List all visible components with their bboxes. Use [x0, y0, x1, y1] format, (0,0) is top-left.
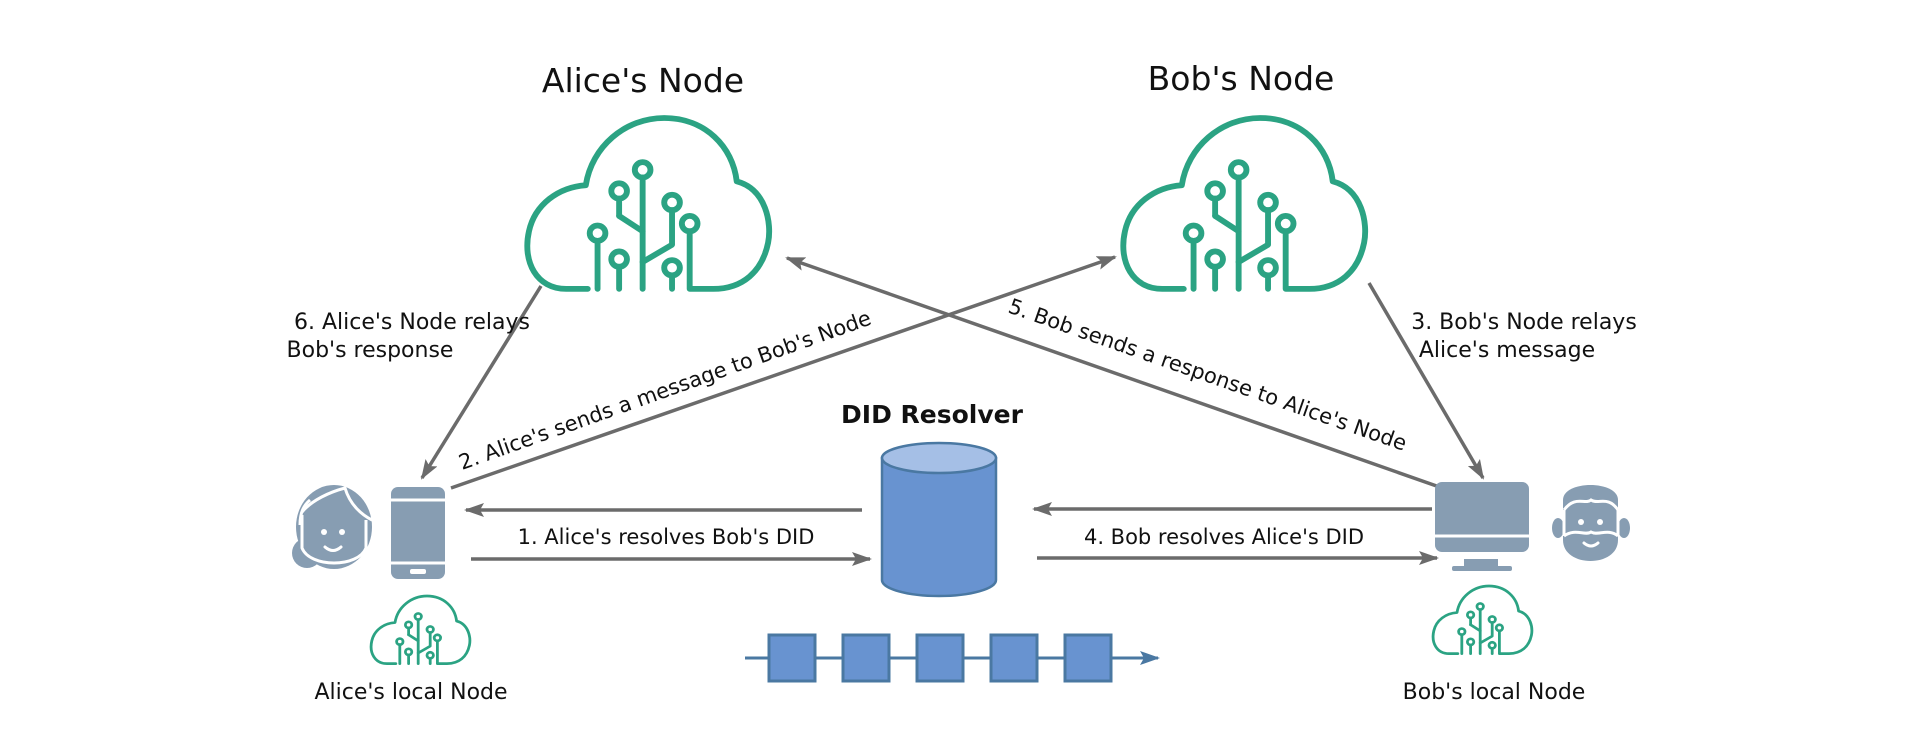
step-6-label-line1: 6. Alice's Node relays	[294, 310, 530, 335]
bob-node-cloud-icon[interactable]	[1123, 118, 1365, 289]
arrow-step-5	[785, 256, 1449, 492]
step-6-label-line2: Bob's response	[287, 338, 454, 363]
chain-block	[915, 633, 965, 683]
blockchain-icon	[745, 633, 1160, 683]
chain-block	[989, 633, 1039, 683]
arrow-step-3	[1367, 282, 1485, 480]
step-3-label-line1: 3. Bob's Node relays	[1411, 310, 1637, 335]
step-5-label: 5. Bob sends a response to Alice's Node	[1005, 294, 1409, 456]
alice-node-cloud-icon[interactable]	[527, 118, 769, 289]
step-1-label: 1. Alice's resolves Bob's DID	[518, 525, 815, 549]
alice-local-node-label: Alice's local Node	[314, 680, 507, 705]
chain-block	[1063, 633, 1113, 683]
bob-local-node-label: Bob's local Node	[1403, 680, 1586, 705]
bob-avatar-icon	[1552, 485, 1630, 561]
alice-smartphone-icon[interactable]	[391, 487, 445, 579]
did-resolver-title: DID Resolver	[841, 400, 1024, 429]
chain-block	[841, 633, 891, 683]
alice-node-title: Alice's Node	[542, 61, 744, 100]
arrow-step-2	[450, 255, 1117, 490]
alice-avatar-icon	[292, 485, 373, 569]
did-resolver-database-icon[interactable]	[880, 441, 998, 598]
bob-desktop-monitor-icon[interactable]	[1435, 482, 1529, 571]
bob-local-node-cloud-icon[interactable]	[1431, 584, 1534, 656]
alice-local-node-cloud-icon[interactable]	[369, 594, 472, 666]
step-4-label: 4. Bob resolves Alice's DID	[1084, 525, 1364, 549]
bob-node-title: Bob's Node	[1148, 59, 1335, 98]
arrow-step-6	[420, 285, 543, 480]
chain-block	[767, 633, 817, 683]
step-3-label-line2: Alice's message	[1419, 338, 1595, 363]
